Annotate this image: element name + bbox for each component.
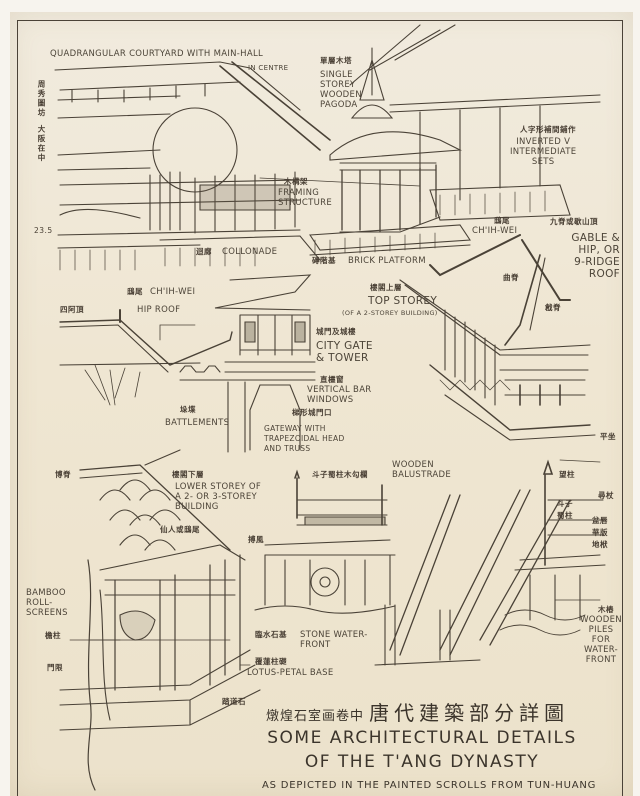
label-top-storey-zh: 樓閣上層 bbox=[370, 283, 402, 292]
label-windows-zh: 直欞窗 bbox=[320, 375, 344, 384]
label-brick: Brick Platform bbox=[348, 256, 426, 266]
title-line-2: of the T'ang Dynasty bbox=[304, 752, 540, 772]
label-lower-storey: Lower Storey of a 2- or 3-Storey Buildin… bbox=[175, 482, 262, 512]
balustrade-drawing bbox=[254, 469, 396, 614]
label-battlements-zh: 垛堞 bbox=[180, 405, 196, 414]
title-chinese: 燉煌石室画卷中 唐代建築部分詳圖 bbox=[266, 697, 569, 726]
pagoda-drawing bbox=[309, 24, 601, 256]
label-top-storey-sub: (of a 2-storey building) bbox=[342, 309, 438, 317]
label-lotus: Lotus-Petal Base bbox=[247, 668, 334, 678]
label-courtyard-sub: in Centre bbox=[248, 64, 289, 72]
label-courtyard: Quadrangular Courtyard with Main-Hall bbox=[50, 49, 264, 59]
label-pagoda: Single Storey Wooden Pagoda bbox=[320, 70, 362, 110]
label-inverted-v: Inverted V Intermediate Sets bbox=[510, 137, 577, 167]
title-line-1: Some Architectural Details bbox=[267, 728, 577, 748]
drawing-frame bbox=[17, 20, 623, 796]
label-lattice-zh: 華版 bbox=[592, 528, 608, 537]
gable-roof-drawing bbox=[429, 234, 571, 346]
label-colonnade-zh: 迴廊 bbox=[196, 247, 212, 256]
label-top-storey: Top Storey bbox=[368, 295, 438, 307]
label-chihwei-right-zh: 鴟尾 bbox=[494, 216, 510, 225]
label-chihwei-left-zh: 鴟尾 bbox=[127, 287, 143, 296]
title-chinese-small: 燉煌石室画卷中 bbox=[266, 709, 365, 724]
label-hip-zh: 四阿頂 bbox=[60, 305, 84, 314]
label-gateway-zh: 梯形城門口 bbox=[292, 408, 332, 417]
label-base-rail-zh: 地栿 bbox=[592, 540, 608, 549]
title-line-3: As depicted in the painted scrolls from … bbox=[262, 780, 597, 791]
label-hip: Hip Roof bbox=[137, 305, 181, 315]
city-gate-drawing bbox=[179, 274, 316, 453]
label-framing-zh: 木構架 bbox=[284, 177, 308, 186]
label-inverted-v-zh: 人字形補間鋪作 bbox=[520, 125, 576, 134]
label-threshold-zh: 門限 bbox=[47, 663, 63, 672]
label-brick-zh: 磚階基 bbox=[312, 256, 336, 265]
label-post-zh: 望柱 bbox=[559, 470, 575, 479]
label-qiang-ji-zh: 戧脊 bbox=[545, 303, 561, 312]
label-chihwei-left: Ch'ih-wei bbox=[150, 287, 196, 297]
label-shu-zh: 蜀柱 bbox=[557, 511, 573, 520]
label-dou-zh: 斗子 bbox=[557, 499, 573, 508]
lower-storey-drawing bbox=[59, 449, 261, 791]
label-board-zh: 盆唇 bbox=[592, 516, 608, 525]
side-note-zh-1: 周秀圖坊 bbox=[37, 80, 46, 118]
paper-sheet bbox=[10, 12, 633, 796]
label-city-gate: City Gate & Tower bbox=[316, 340, 373, 364]
label-bamboo: Bamboo Roll- Screens bbox=[26, 588, 68, 618]
label-battlements: Battlements bbox=[165, 418, 230, 428]
label-gable-zh: 九脊或歇山頂 bbox=[550, 217, 598, 226]
label-colonnade: Collonade bbox=[222, 247, 278, 257]
label-gable: Gable & Hip, or 9-Ridge Roof bbox=[571, 232, 620, 280]
label-roof-ridge-zh: 博脊 bbox=[55, 470, 71, 479]
label-framing: Framing Structure bbox=[278, 188, 333, 208]
label-qu-ji-zh: 曲脊 bbox=[503, 273, 519, 282]
label-lotus-zh: 覆蓮柱礎 bbox=[255, 657, 287, 666]
stair-balustrade-drawing bbox=[374, 459, 606, 666]
label-chihwei-right: Ch'ih-wei bbox=[472, 226, 518, 236]
label-windows: Vertical Bar Windows bbox=[307, 385, 372, 405]
title-chinese-large: 唐代建築部分詳圖 bbox=[369, 701, 570, 725]
label-immortal-zh: 仙人或鴟尾 bbox=[160, 525, 200, 534]
label-step-stone-zh: 踏道石 bbox=[222, 697, 246, 706]
label-pillar-zh: 檐柱 bbox=[45, 631, 61, 640]
label-stone: Stone Water- Front bbox=[300, 630, 368, 650]
hip-roof-drawing bbox=[59, 309, 233, 406]
top-storey-drawing bbox=[399, 279, 596, 441]
label-balustrade: Wooden Balustrade bbox=[392, 460, 452, 480]
side-note-mark: 23.5 bbox=[34, 226, 53, 235]
label-gateway: Gateway with Trapezoidal Head and Truss bbox=[264, 424, 345, 453]
label-platform-zh: 平坐 bbox=[600, 432, 616, 441]
label-piles: Wooden Piles for Water- Front bbox=[580, 615, 622, 665]
label-boshi-zh: 搏風 bbox=[248, 535, 264, 544]
side-note-zh-2: 大阪在中 bbox=[37, 125, 46, 163]
label-rail-zh: 尋杖 bbox=[598, 491, 614, 500]
label-stone-zh: 臨水石基 bbox=[255, 630, 287, 639]
courtyard-drawing bbox=[54, 61, 331, 271]
label-lower-storey-zh: 樓閣下層 bbox=[172, 470, 204, 479]
label-city-gate-zh: 城門及城樓 bbox=[316, 327, 356, 336]
label-piles-zh: 木樁 bbox=[598, 605, 614, 614]
label-pagoda-zh: 單層木塔 bbox=[320, 56, 352, 65]
label-balustrade-zh: 斗子蜀柱木勾欄 bbox=[312, 470, 368, 479]
leader-lines bbox=[69, 177, 601, 666]
